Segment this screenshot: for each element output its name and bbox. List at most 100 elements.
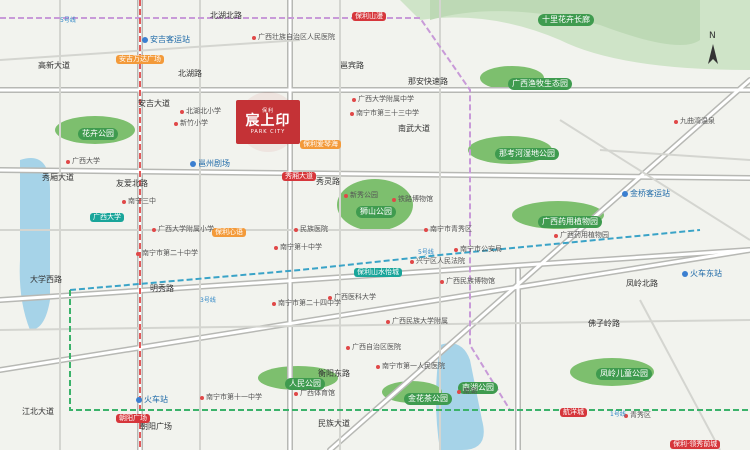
road-label: 衡阳东路 [318,369,350,378]
road-label: 明秀路 [150,284,174,293]
park-label[interactable]: 凤岭儿童公园 [596,368,652,380]
park-shishan [337,179,413,231]
place-label: 铁路博物馆 [398,195,433,203]
poi-label[interactable]: 广西大学 [90,213,124,222]
station-label[interactable]: 金桥客运站 [630,189,670,198]
park-label[interactable]: 南湖公园 [458,382,498,394]
metro-line-label: 5号线 [60,17,76,24]
lake-south [436,343,484,450]
place-label: 南宁市第十一中学 [206,393,262,401]
place-marker-icon [410,260,414,264]
place-marker-icon [424,228,428,232]
station-icon [136,397,142,403]
road-label: 那安快速路 [408,77,448,86]
place-label: 九曲湾温泉 [680,117,715,125]
place-marker-icon [252,36,256,40]
station-icon [142,37,148,43]
place-marker-icon [66,160,70,164]
place-marker-icon [272,302,276,306]
park-label[interactable]: 广西药用植物园 [538,216,602,228]
place-marker-icon [294,392,298,396]
park-label[interactable]: 花卉公园 [78,128,118,140]
place-marker-icon [554,234,558,238]
poi-label[interactable]: 保利·领秀前城 [670,440,721,449]
park-label[interactable]: 广西渔牧生态园 [508,78,572,90]
place-label: 兴宁区人民法院 [416,257,465,265]
park-label[interactable]: 狮山公园 [356,206,396,218]
place-marker-icon [454,248,458,252]
place-label: 广西医科大学 [334,293,376,301]
place-label: 青秀区 [630,411,651,419]
place-label: 广西大学 [72,157,100,165]
station-icon [190,161,196,167]
road-label: 民族大道 [318,419,350,428]
place-label: 南宁市第三十三中学 [356,109,419,117]
compass-icon [708,44,718,64]
poi-label[interactable]: 保利山水怡城 [354,268,402,277]
poi-label[interactable]: 朝阳广场 [116,414,150,423]
place-marker-icon [180,110,184,114]
place-marker-icon [674,120,678,124]
metro-line-blue [69,229,701,291]
place-label: 南宁市公安局 [460,245,502,253]
road-label: 朝阳广场 [140,422,172,431]
place-label: 广西大学附属小学 [158,225,214,233]
place-marker-icon [350,112,354,116]
place-label: 广西民族博物馆 [446,277,495,285]
metro-line-label: 1号线 [610,411,626,418]
place-marker-icon [122,200,126,204]
green-area-top-inner [430,0,700,45]
place-marker-icon [344,194,348,198]
project-logo-brand: 保利 [261,108,274,115]
place-marker-icon [328,296,332,300]
place-label: 南湖 [463,387,477,395]
metro-line-label: 5号线 [418,249,434,256]
park-label[interactable]: 那考河湿地公园 [495,148,559,160]
road-label: 高新大道 [38,61,70,70]
place-label: 广西自治区医院 [352,343,401,351]
road-label: 凤岭北路 [626,279,658,288]
park-label[interactable]: 人民公园 [285,378,325,390]
road-label: 江北大道 [22,407,54,416]
place-marker-icon [624,414,628,418]
road-label: 邕宾路 [340,61,364,70]
place-marker-icon [376,365,380,369]
compass-label: N [709,31,716,41]
poi-label[interactable]: 保利爱琴海 [300,140,341,149]
poi-label[interactable]: 安吉万达广场 [116,55,164,64]
station-icon [682,271,688,277]
park-label[interactable]: 金花茶公园 [404,393,452,405]
place-marker-icon [274,246,278,250]
project-logo-sub: PARK CITY [250,128,286,135]
road-label: 秀厢大道 [42,173,74,182]
place-marker-icon [352,98,356,102]
station-label[interactable]: 邕州剧场 [198,159,230,168]
poi-label[interactable]: 航洋城 [560,408,587,417]
place-label: 新秀公园 [350,191,378,199]
project-logo-text: 宸上印 [245,113,291,130]
project-logo[interactable]: 保利 宸上印 PARK CITY [236,100,300,144]
place-label: 广西药用植物园 [560,231,609,239]
poi-label[interactable]: 保利山漫 [352,12,386,21]
place-label: 广西民族大学附属 [392,317,448,325]
station-label[interactable]: 火车站 [144,395,168,404]
station-label[interactable]: 安吉客运站 [150,35,190,44]
park-label[interactable]: 十里花卉长廊 [538,14,594,26]
metro-line-green [69,290,750,411]
station-label[interactable]: 火车东站 [690,269,722,278]
place-marker-icon [136,252,140,256]
poi-label[interactable]: 秀厢大道 [282,172,316,181]
place-label: 广西体育馆 [300,389,335,397]
poi-label[interactable]: 保利心语 [212,228,246,237]
road-label: 北湖路 [178,69,202,78]
place-marker-icon [386,320,390,324]
road-label: 南武大道 [398,124,430,133]
place-marker-icon [294,228,298,232]
station-icon [622,191,628,197]
road-label: 佛子岭路 [588,319,620,328]
place-label: 南宁第十中学 [280,243,322,251]
place-marker-icon [392,198,396,202]
place-label: 广西壮族自治区人民医院 [258,33,335,41]
